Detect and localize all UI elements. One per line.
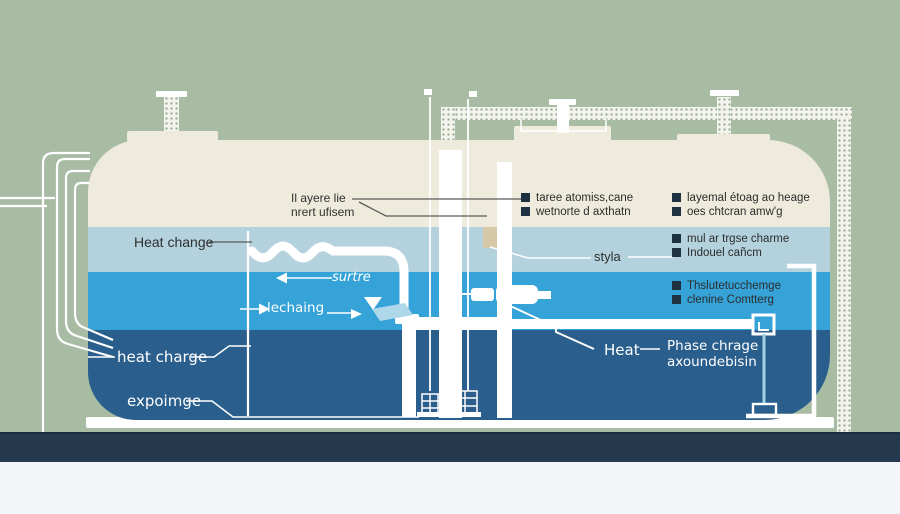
layer-note-line1: Il ayere lie xyxy=(291,191,346,205)
legend-square-icon xyxy=(672,295,681,304)
legend-item-label: Thslutetucchemge xyxy=(687,279,781,292)
styla-label: styla xyxy=(594,249,621,264)
legend-item-label: mul ar trgse charme xyxy=(687,232,790,245)
legend-item: mul ar trgse charme xyxy=(672,232,790,245)
lechaing-label: lechaing xyxy=(267,300,325,316)
phase-change-line2: axoundebisin xyxy=(667,354,757,370)
legend-item: Thslutetucchemge xyxy=(672,279,781,292)
legend-item-label: oes chtcran amw'g xyxy=(687,205,783,218)
right-drop-pipe xyxy=(837,118,851,432)
overhead-pipe xyxy=(444,107,852,120)
legend-item: layemal étoag ao heage xyxy=(672,191,810,204)
layer-note-line2: nrert ufisem xyxy=(291,205,355,219)
legend-square-icon xyxy=(672,234,681,243)
legend-square-icon xyxy=(672,193,681,202)
legend-item: taree atomiss,cane xyxy=(521,191,634,204)
legend-item: Indouel cañcm xyxy=(672,246,789,259)
heat-change-label: Heat change xyxy=(134,234,214,250)
floor-band xyxy=(0,432,900,464)
legend-square-icon xyxy=(672,281,681,290)
legend-item-label: layemal étoag ao heage xyxy=(687,191,810,204)
legend-group-top-left: taree atomiss,cane wetnorte d axthatn xyxy=(521,191,634,218)
expoimge-label: expoimge xyxy=(127,392,202,410)
ground-strip xyxy=(0,462,900,514)
legend-square-icon xyxy=(672,248,681,257)
legend-item-label: Indouel cañcm xyxy=(687,246,762,259)
phase-change-label: Phase chrage axoundebisin xyxy=(667,338,758,370)
surtre-label: surtre xyxy=(332,270,371,285)
legend-item-label: clenine Comtterg xyxy=(687,293,774,306)
layer-note-label: Il ayere lie nrert ufisem xyxy=(291,191,354,219)
tank-base-platform xyxy=(86,417,834,428)
legend-square-icon xyxy=(672,207,681,216)
legend-group-mid-right: mul ar trgse charme Indouel cañcm xyxy=(672,232,790,259)
legend-group-lower-right: Thslutetucchemge clenine Comtterg xyxy=(672,279,781,306)
legend-item-label: wetnorte d axthatn xyxy=(536,205,631,218)
legend-square-icon xyxy=(521,193,530,202)
legend-item: clenine Comtterg xyxy=(672,293,781,306)
legend-item-label: taree atomiss,cane xyxy=(536,191,634,204)
legend-item: wetnorte d axthatn xyxy=(521,205,633,218)
phase-change-line1: Phase chrage xyxy=(667,338,759,354)
heat-charge-label: heat charge xyxy=(117,348,208,366)
legend-item: oes chtcran amw'g xyxy=(672,205,810,218)
tank-hatch-right xyxy=(677,134,770,142)
heat-label: Heat xyxy=(604,341,640,359)
legend-square-icon xyxy=(521,207,530,216)
legend-group-top-right: layemal étoag ao heage oes chtcran amw'g xyxy=(672,191,810,218)
sensor-block xyxy=(483,227,497,248)
tank-hatch-left xyxy=(127,131,218,142)
tank-hatch-middle xyxy=(514,126,611,141)
